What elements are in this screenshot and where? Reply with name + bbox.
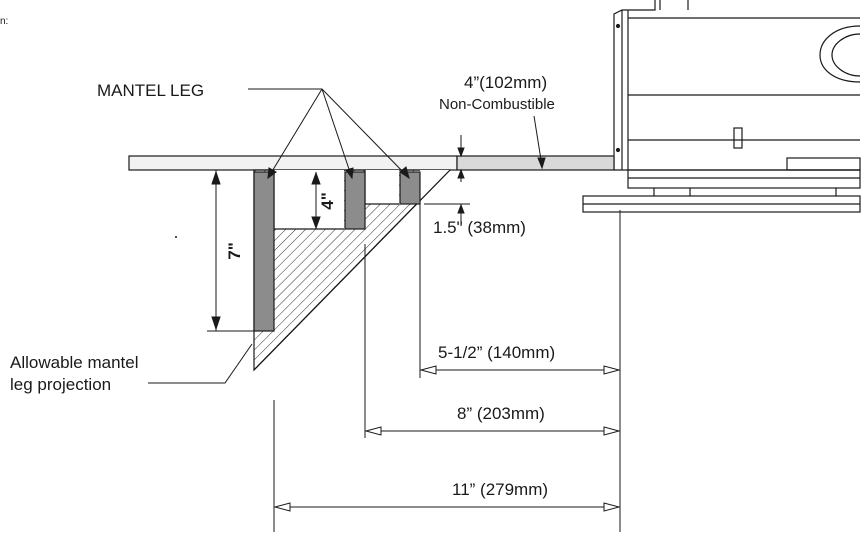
mantel-shelf [128, 155, 458, 171]
allowable-label-line2: leg projection [10, 375, 111, 394]
dim-8-label: 8” (203mm) [457, 404, 545, 423]
noncomb-leader [533, 115, 546, 170]
mantel-leg-7in [253, 171, 275, 332]
dim-7-lines [207, 169, 254, 332]
caption-fragment: n: [0, 16, 8, 27]
allowable-label-line1: Allowable mantel [10, 353, 139, 372]
mantel-leg-leaders [248, 88, 410, 180]
allowable-leader [148, 343, 253, 384]
stray-dot [175, 236, 177, 238]
dim-5-5-label: 5-1/2” (140mm) [438, 343, 555, 362]
fireplace-unit [582, 0, 861, 213]
dim-11-label: 11” (279mm) [452, 480, 548, 499]
dim-1-5-lines [424, 203, 470, 226]
dim-1-5-label: 1.5" (38mm) [433, 218, 526, 237]
mantel-leg-4in [344, 171, 366, 230]
noncomb-size-label: 4”(102mm) [464, 73, 547, 92]
mantel-leg-label: MANTEL LEG [97, 81, 204, 100]
noncomb-text-label: Non-Combustible [439, 96, 555, 113]
allowable-projection-zone [253, 169, 452, 372]
mantel-leg-1-5in [399, 171, 421, 205]
dim-4-lines [311, 171, 321, 230]
dim-7-label: 7" [225, 242, 244, 260]
horizontal-dims [273, 204, 621, 532]
noncomb-height-arrows [457, 135, 465, 182]
non-combustible-section [456, 155, 615, 171]
dim-4-label: 4" [318, 192, 337, 210]
